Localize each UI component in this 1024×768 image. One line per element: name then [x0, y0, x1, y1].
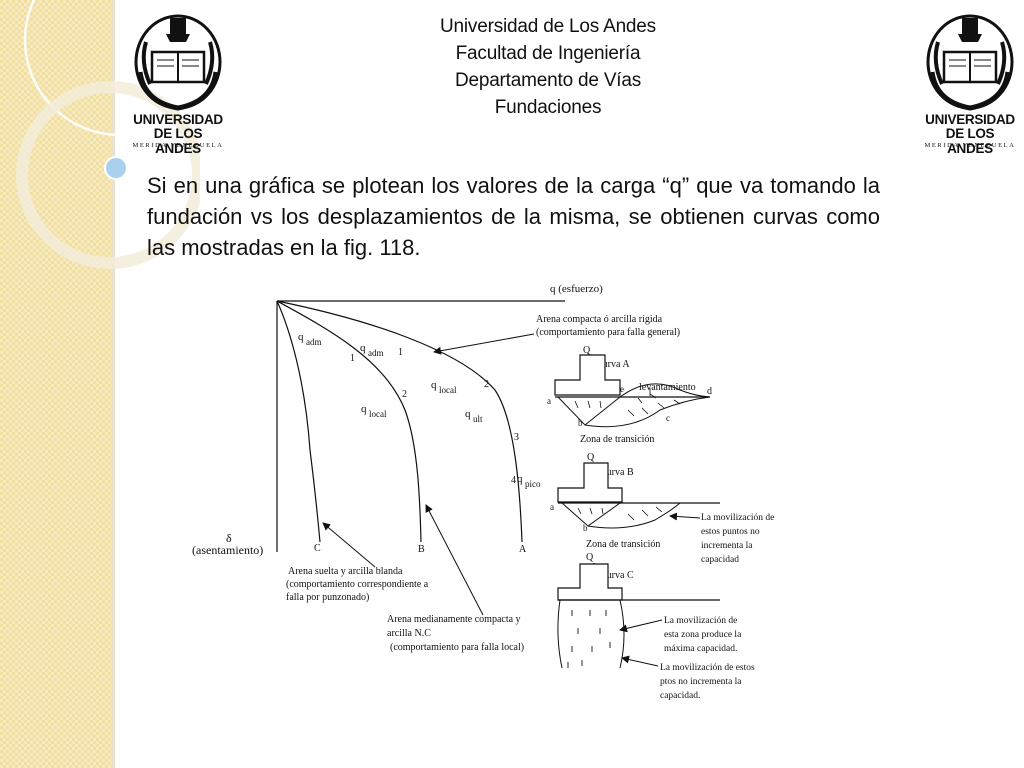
header-university: Universidad de Los Andes [440, 16, 656, 37]
svg-text:estos puntos no: estos puntos no [701, 527, 760, 537]
decorative-circles [16, 0, 200, 269]
header-faculty: Facultad de Ingeniería [455, 43, 641, 64]
svg-text:q: q [465, 408, 471, 420]
svg-text:Q: Q [587, 452, 595, 463]
university-logo-left: UNIVERSIDAD DE LOS ANDES MERIDA VENEZUEL… [130, 12, 226, 156]
svg-text:capacidad: capacidad [701, 555, 739, 565]
curve-B-label: B [418, 544, 425, 555]
q-pico-label: q pico [517, 473, 541, 489]
point-1-A: 1 [398, 347, 403, 358]
svg-text:Curva C: Curva C [600, 570, 634, 581]
svg-text:Curva B: Curva B [600, 467, 634, 478]
svg-text:ult: ult [473, 414, 483, 424]
q-local-label-A: q local [431, 379, 457, 395]
curve-A [276, 300, 523, 543]
load-settlement-figure: q (esfuerzo) δ (asentamiento) C B A q ad… [192, 283, 774, 701]
university-seal-icon [134, 14, 222, 111]
point-2-B: 2 [402, 389, 407, 400]
point-2-A: 2 [484, 379, 489, 390]
curva-C-schematic: Q Curva C La movilización de esta zona p… [557, 552, 755, 701]
note-loose-sand-line3: falla por punzonado) [286, 592, 369, 603]
svg-text:c: c [666, 413, 670, 423]
svg-text:esta zona produce la: esta zona produce la [664, 630, 742, 640]
note-medium-sand-line3: (comportamiento para falla local) [390, 642, 524, 653]
note-dense-sand-line1: Arena compacta ó arcilla rígida [536, 314, 663, 325]
svg-text:incrementa la: incrementa la [701, 541, 753, 551]
svg-text:La movilización de: La movilización de [701, 513, 774, 523]
curve-A-label: A [519, 544, 527, 555]
svg-text:capacidad.: capacidad. [660, 691, 700, 701]
q-adm-label-B: q adm [360, 342, 384, 358]
svg-text:Zona de transición: Zona de transición [586, 539, 660, 550]
point-4: 4 [511, 475, 516, 486]
svg-text:a: a [550, 502, 554, 512]
curve-C [276, 300, 321, 543]
svg-text:adm: adm [306, 337, 322, 347]
svg-text:Q: Q [586, 552, 594, 563]
svg-text:q: q [517, 473, 523, 485]
university-seal-icon [926, 14, 1014, 111]
svg-text:q: q [361, 403, 367, 415]
bullet-dot [104, 156, 128, 180]
q-adm-label-C: q adm [298, 331, 322, 347]
q-local-label-B: q local [361, 403, 387, 419]
note-medium-sand-line2: arcilla N.C [387, 628, 431, 639]
point-1-B: 1 [350, 353, 355, 364]
svg-text:a: a [547, 396, 551, 406]
svg-text:pico: pico [525, 479, 541, 489]
svg-text:b: b [578, 418, 583, 428]
curva-B-schematic: Q Curva B a b Zona de transición La movi… [550, 452, 774, 565]
curve-C-label: C [314, 543, 321, 554]
side-decoration-strip [0, 0, 112, 768]
delta-symbol: δ [226, 531, 232, 545]
svg-text:q: q [360, 342, 366, 354]
q-ult-label: q ult [465, 408, 483, 424]
note-loose-sand-line2: (comportamiento correspondiente a [286, 579, 429, 590]
intro-paragraph: Si en una gráfica se plotean los valores… [147, 173, 880, 260]
svg-text:máxima capacidad.: máxima capacidad. [664, 644, 737, 654]
curva-A-schematic: Q Curva A e levantamiento d a b c Zona d… [547, 345, 712, 445]
header-course: Fundaciones [494, 97, 602, 118]
svg-text:d: d [707, 386, 712, 397]
svg-text:Curva A: Curva A [596, 359, 630, 370]
note-dense-sand-line2: (comportamiento para falla general) [536, 327, 680, 338]
svg-text:La movilización de: La movilización de [664, 616, 737, 626]
note-medium-sand-line1: Arena medianamente compacta y [387, 614, 521, 625]
svg-text:q: q [298, 331, 304, 343]
svg-text:levantamiento: levantamiento [639, 382, 696, 393]
svg-text:La movilización de estos: La movilización de estos [660, 663, 755, 673]
side-decoration-edge [112, 0, 115, 768]
svg-text:ptos no incrementa la: ptos no incrementa la [660, 677, 742, 687]
delta-axis-label: (asentamiento) [192, 543, 263, 557]
university-logo-right: UNIVERSIDAD DE LOS ANDES MERIDA VENEZUEL… [922, 12, 1018, 156]
svg-text:Q: Q [583, 345, 591, 356]
svg-text:local: local [369, 409, 387, 419]
svg-text:e: e [620, 384, 624, 394]
svg-text:adm: adm [368, 348, 384, 358]
header-department: Departamento de Vías [454, 70, 642, 91]
point-3: 3 [514, 432, 519, 443]
svg-text:Zona de transición: Zona de transición [580, 434, 654, 445]
svg-text:local: local [439, 385, 457, 395]
svg-text:b: b [583, 523, 588, 533]
note-loose-sand-line1: Arena suelta y arcilla blanda [288, 566, 403, 577]
curve-B [276, 300, 422, 543]
q-axis-label: q (esfuerzo) [550, 283, 603, 295]
svg-text:q: q [431, 379, 437, 391]
